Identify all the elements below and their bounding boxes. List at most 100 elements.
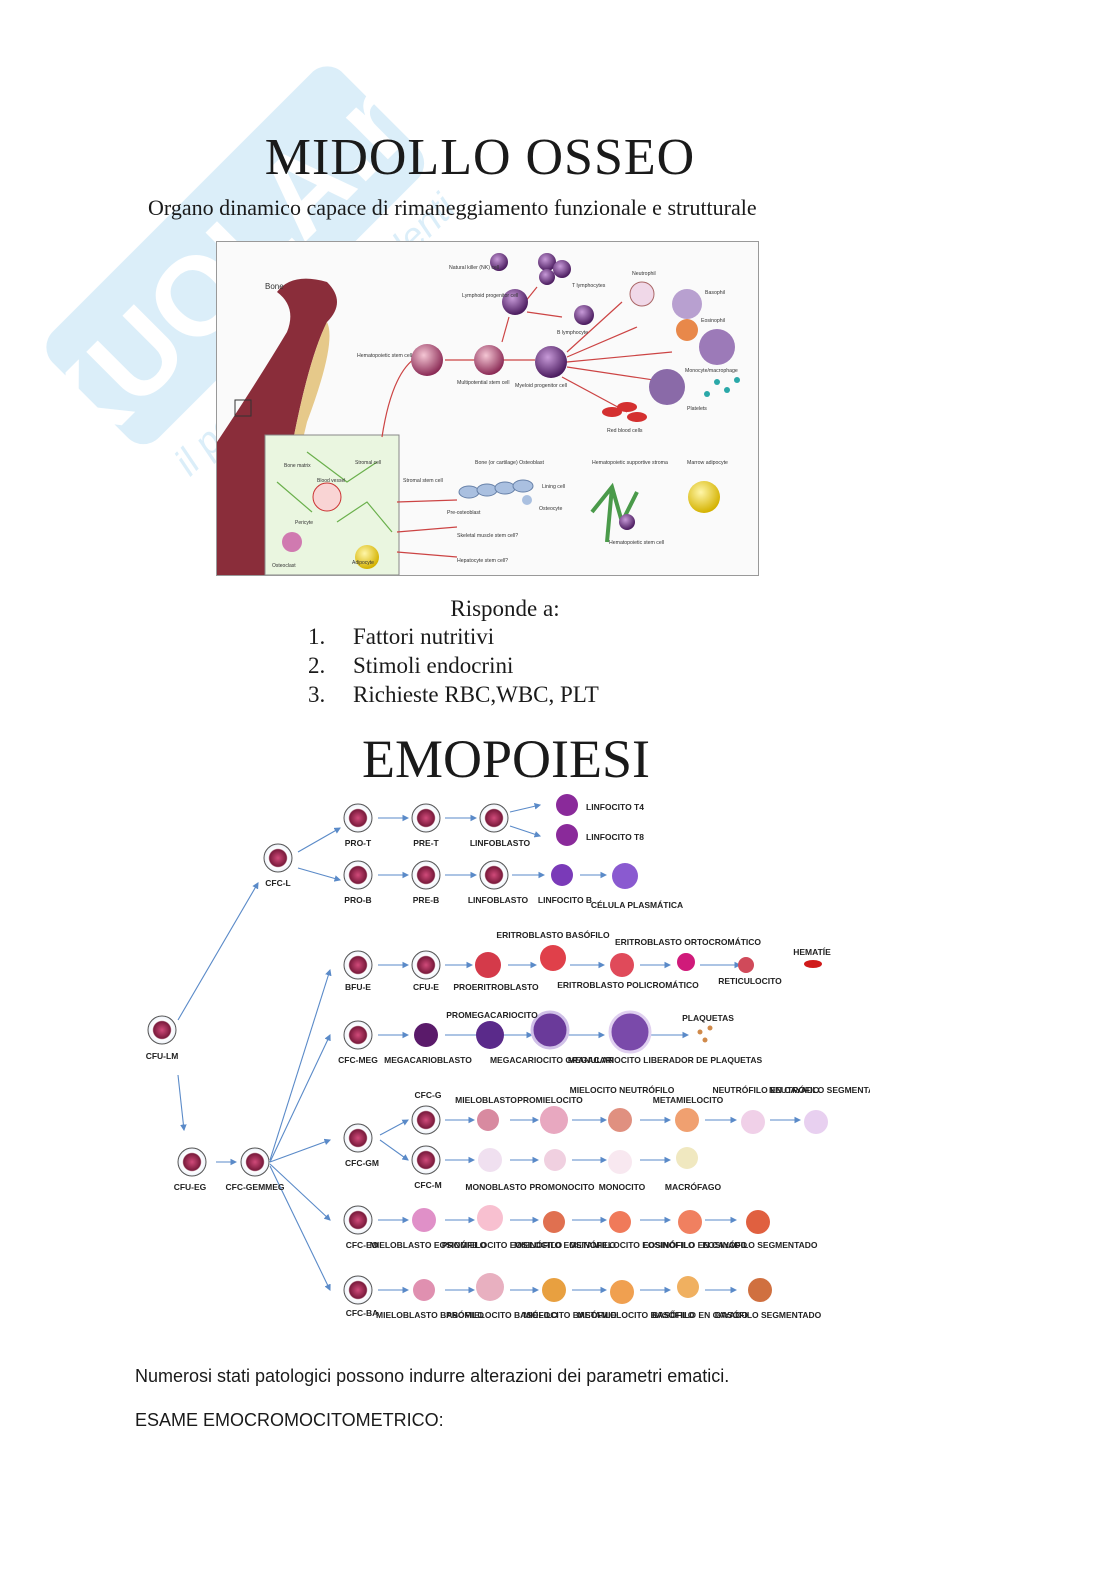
lbl-promiel-ba: PROMIELOCITO BASÓFILO bbox=[446, 1309, 558, 1320]
label-bone-matrix: Bone matrix bbox=[284, 463, 311, 469]
lbl-metamiel-eo: METAMIELOCITO EOSINÓFILO bbox=[569, 1239, 695, 1250]
label-rbc: Red blood cells bbox=[607, 428, 643, 434]
label-neutrophil: Neutrophil bbox=[632, 271, 656, 277]
label-nk: Natural killer (NK) cell bbox=[449, 265, 499, 271]
list-number: 2. bbox=[308, 653, 326, 678]
lbl-plaquetas: PLAQUETAS bbox=[682, 1013, 734, 1023]
lbl-megacarioblasto: MEGACARIOBLASTO bbox=[384, 1055, 472, 1065]
lbl-cfc-eo: CFC-EO bbox=[346, 1240, 379, 1250]
list-text: Stimoli endocrini bbox=[353, 653, 514, 678]
lbl-eo-segm: EOSINÓFILO SEGMENTADO bbox=[702, 1239, 817, 1250]
responds-label: Risponde a: bbox=[450, 596, 560, 621]
label-skeletal: Skeletal muscle stem cell? bbox=[457, 533, 518, 539]
label-adipocyte: Adipocyte bbox=[352, 560, 374, 566]
lbl-mieloblasto: MIELOBLASTO bbox=[455, 1095, 517, 1105]
lbl-cfu-lm: CFU-LM bbox=[146, 1051, 179, 1061]
lbl-linf-t8: LINFOCITO T8 bbox=[586, 832, 644, 842]
list-item: 3.Richieste RBC,WBC, PLT bbox=[308, 682, 599, 711]
label-platelets: Platelets bbox=[687, 406, 707, 412]
lbl-linfoblasto-b: LINFOBLASTO bbox=[468, 895, 529, 905]
lbl-cfu-eg: CFU-EG bbox=[174, 1182, 207, 1192]
lbl-cfc-g: CFC-G bbox=[415, 1090, 442, 1100]
lbl-pre-b: PRE-B bbox=[413, 895, 439, 905]
list-item: 1. Fattori nutritivi bbox=[308, 624, 599, 653]
lbl-cfc-meg: CFC-MEG bbox=[338, 1055, 378, 1065]
label-t-lymph: T lymphocytes bbox=[572, 283, 606, 289]
lbl-cfc-m: CFC-M bbox=[414, 1180, 441, 1190]
lbl-promielocito: PROMIELOCITO bbox=[517, 1095, 583, 1105]
lbl-mieloc-eo: MIELOCITO EOSINÓFILO bbox=[514, 1239, 616, 1250]
lbl-mieloc-ba: MIELOCITO BASÓFILO bbox=[523, 1309, 617, 1320]
stem-cell-icon bbox=[411, 344, 443, 376]
lbl-pro-t: PRO-T bbox=[345, 838, 372, 848]
responds-list: 1.Fattori nutritivi 2.Stimoli endocrini … bbox=[308, 624, 599, 711]
lbl-linfoblasto-t: LINFOBLASTO bbox=[470, 838, 531, 848]
lbl-erit-ortocrom: ERITROBLASTO ORTOCROMÁTICO bbox=[615, 937, 761, 947]
label-hsc2: Hematopoietic stem cell bbox=[609, 540, 664, 546]
list-number: 1. bbox=[308, 624, 326, 649]
lbl-monocito: MONOCITO bbox=[599, 1182, 646, 1192]
label-eosinophil: Eosinophil bbox=[701, 318, 725, 324]
lbl-hematie: HEMATÍE bbox=[793, 947, 831, 957]
label-hsc: Hematopoietic stem cell bbox=[357, 353, 412, 359]
lbl-cfc-gemmeg: CFC-GEMMEG bbox=[225, 1182, 284, 1192]
lbl-proeritroblasto: PROERITROBLASTO bbox=[453, 982, 539, 992]
lbl-ba-segm: BASÓFILO SEGMENTADO bbox=[715, 1309, 822, 1320]
lbl-neutr-cayado: NEUTRÓFILO EN CAYADO bbox=[712, 1084, 819, 1095]
label-bone: Bone bbox=[265, 282, 284, 291]
label-pericyte: Pericyte bbox=[295, 520, 313, 526]
label-basophil: Basophil bbox=[705, 290, 725, 296]
label-preosteoblast: Pre-osteoblast bbox=[447, 510, 481, 516]
list-item: 2. Stimoli endocrini bbox=[308, 653, 599, 682]
lbl-mielob-ba: MIELOBLASTO BASÓFILO bbox=[376, 1309, 484, 1320]
lbl-metamielocito: METAMIELOCITO bbox=[653, 1095, 724, 1105]
nk-cell-icon bbox=[490, 253, 508, 271]
label-lining: Lining cell bbox=[542, 484, 565, 490]
lbl-bfu-e: BFU-E bbox=[345, 982, 371, 992]
label-supportive: Hematopoietic supportive stroma bbox=[592, 460, 668, 466]
section-title: EMOPOIESI bbox=[361, 729, 650, 789]
label-stromal-cell: Stromal cell bbox=[355, 460, 381, 466]
lbl-erit-policrom: ERITROBLASTO POLICROMÁTICO bbox=[557, 980, 699, 990]
page-subtitle: Organo dinamico capace di rimaneggiament… bbox=[148, 195, 757, 220]
lbl-mielocito-neutr: MIELOCITO NEUTRÓFILO bbox=[570, 1084, 675, 1095]
lbl-promegacariocito: PROMEGACARIOCITO bbox=[446, 1010, 538, 1020]
lbl-promiel-eo: PROMIELOCITO EOSINÓFILO bbox=[442, 1239, 563, 1250]
lbl-megacariocito-lib: MEGACARIOCITO LIBERADOR DE PLAQUETAS bbox=[568, 1055, 763, 1065]
label-lymphoid: Lymphoid progenitor cell bbox=[462, 293, 518, 299]
page-title: MIDOLLO OSSEO bbox=[264, 129, 696, 186]
list-text: Fattori nutritivi bbox=[353, 624, 495, 649]
label-osteoblast: Bone (or cartilage) Osteoblast bbox=[475, 460, 544, 466]
lbl-ba-cayado: BASÓFILO EN CAYADO bbox=[652, 1309, 748, 1320]
lbl-mielob-eo: MIELOBLASTO EOSINÓFILO bbox=[370, 1239, 487, 1250]
progenitor-cells bbox=[147, 803, 509, 1305]
label-osteocyte: Osteocyte bbox=[539, 506, 562, 512]
lbl-reticulocito: RETICULOCITO bbox=[718, 976, 782, 986]
lbl-cel-plasm: CÉLULA PLASMÁTICA bbox=[591, 900, 683, 910]
label-osteoclast: Osteoclast bbox=[272, 563, 296, 569]
label-blood-vessel: Blood vessel bbox=[317, 478, 345, 484]
lbl-monoblasto: MONOBLASTO bbox=[465, 1182, 527, 1192]
lbl-cfc-gm: CFC-GM bbox=[345, 1158, 379, 1168]
label-monocyte: Monocyte/macrophage bbox=[685, 368, 738, 374]
list-number: 3. bbox=[308, 682, 326, 707]
lbl-neutr-segm: NEUTRÓFILO SEGMENTADO bbox=[769, 1084, 870, 1095]
lbl-cfc-l: CFC-L bbox=[265, 878, 291, 888]
label-stromal: Stromal stem cell bbox=[403, 478, 443, 484]
label-multipotential: Multipotential stem cell bbox=[457, 380, 509, 386]
label-b-lymph: B lymphocyte bbox=[557, 330, 588, 336]
hematopoiesis-diagram: CFU-LM CFC-L CFU-EG CFC-GEMMEG PRO-T PRE… bbox=[146, 794, 870, 1320]
body-paragraph: Numerosi stati patologici possono indurr… bbox=[135, 1366, 730, 1386]
lbl-linf-b: LINFOCITO B bbox=[538, 895, 592, 905]
lbl-cfc-ba: CFC-BA bbox=[346, 1308, 379, 1318]
lbl-pro-b: PRO-B bbox=[344, 895, 371, 905]
lbl-macrofago: MACRÓFAGO bbox=[665, 1181, 722, 1192]
lbl-promonocito: PROMONOCITO bbox=[529, 1182, 594, 1192]
label-hepatocyte: Hepatocyte stem cell? bbox=[457, 558, 508, 564]
lbl-metamiel-ba: METAMIELOCITO BASÓFILO bbox=[578, 1309, 695, 1320]
lbl-pre-t: PRE-T bbox=[413, 838, 439, 848]
lbl-erit-basofilo: ERITROBLASTO BASÓFILO bbox=[496, 929, 610, 940]
lbl-linf-t4: LINFOCITO T4 bbox=[586, 802, 644, 812]
exam-heading: ESAME EMOCROMOCITOMETRICO: bbox=[135, 1410, 444, 1430]
lbl-cfu-e: CFU-E bbox=[413, 982, 439, 992]
